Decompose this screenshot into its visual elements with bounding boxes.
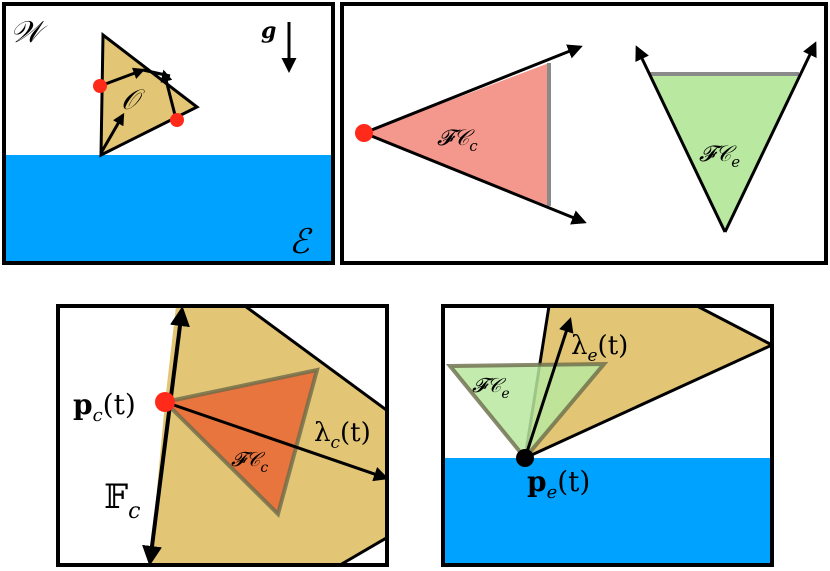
contact-point-zoom: [155, 392, 175, 412]
env-cone-zoom: [445, 361, 609, 462]
contact-point-right: [170, 113, 184, 127]
object-force-arrow-4: [142, 68, 171, 78]
env-cone-label: 𝓕𝒞e: [699, 142, 740, 171]
pe-label: pe(t): [527, 465, 590, 503]
object-force-arrow-2: [99, 112, 125, 154]
panel-contact-border: [56, 304, 389, 567]
env-contact-point: [516, 449, 534, 467]
contact-friction-cone: [364, 63, 549, 206]
world-label: 𝒲: [10, 15, 48, 50]
contact-cone-apex: [355, 124, 373, 142]
env-cone-edge-right: [723, 41, 817, 233]
panel-cones-border: [340, 2, 828, 265]
object-edge-upper: [696, 306, 772, 347]
lambda-e-label: λe(t): [571, 331, 628, 366]
environment-friction-cone: [650, 74, 799, 232]
contact-force-arrow: [164, 400, 387, 482]
contact-cone-zoom: [160, 367, 320, 518]
panel-scene: 𝒪 𝒲 ℰ g: [2, 2, 335, 265]
object-edge-lower: [524, 343, 772, 460]
object-triangle: [99, 31, 200, 158]
environment-label: ℰ: [289, 222, 313, 262]
object-force-arrow-1: [99, 67, 146, 88]
contact-point-left: [93, 79, 107, 93]
pc-label: pc(t): [73, 388, 136, 426]
object-zoom-right: [525, 306, 772, 458]
environment-region-zoom: [443, 458, 772, 565]
frame-label: 𝔽c: [104, 477, 140, 524]
contact-cone-zoom-label: 𝓕𝒞c: [231, 447, 268, 476]
contact-cone-edge-lower: [363, 131, 587, 225]
object-force-arrow-3: [160, 69, 178, 120]
object-edge-top: [244, 306, 387, 413]
panel-friction-cones: 𝓕𝒞c 𝓕𝒞e: [340, 2, 828, 265]
env-force-arrow: [523, 317, 574, 459]
env-cone-zoom-label: 𝓕𝒞e: [472, 373, 510, 402]
gravity-label: g: [261, 18, 276, 44]
panel-env-zoom: 𝓕𝒞e λe(t) pe(t): [441, 304, 774, 567]
object-edge-bottom: [339, 535, 387, 565]
contact-cone-edge-upper: [363, 44, 583, 135]
env-cone-edge-left: [635, 45, 727, 233]
panel-contact-zoom: 𝓕𝒞c λc(t) pc(t) 𝔽c: [56, 304, 389, 567]
lambda-c-label: λc(t): [314, 418, 371, 453]
frame-axis-line: [142, 306, 190, 565]
panel-env-border: [441, 304, 774, 567]
contact-cone-label: 𝓕𝒞c: [437, 126, 478, 155]
panel-scene-border: [2, 2, 335, 265]
environment-region: [4, 155, 333, 263]
